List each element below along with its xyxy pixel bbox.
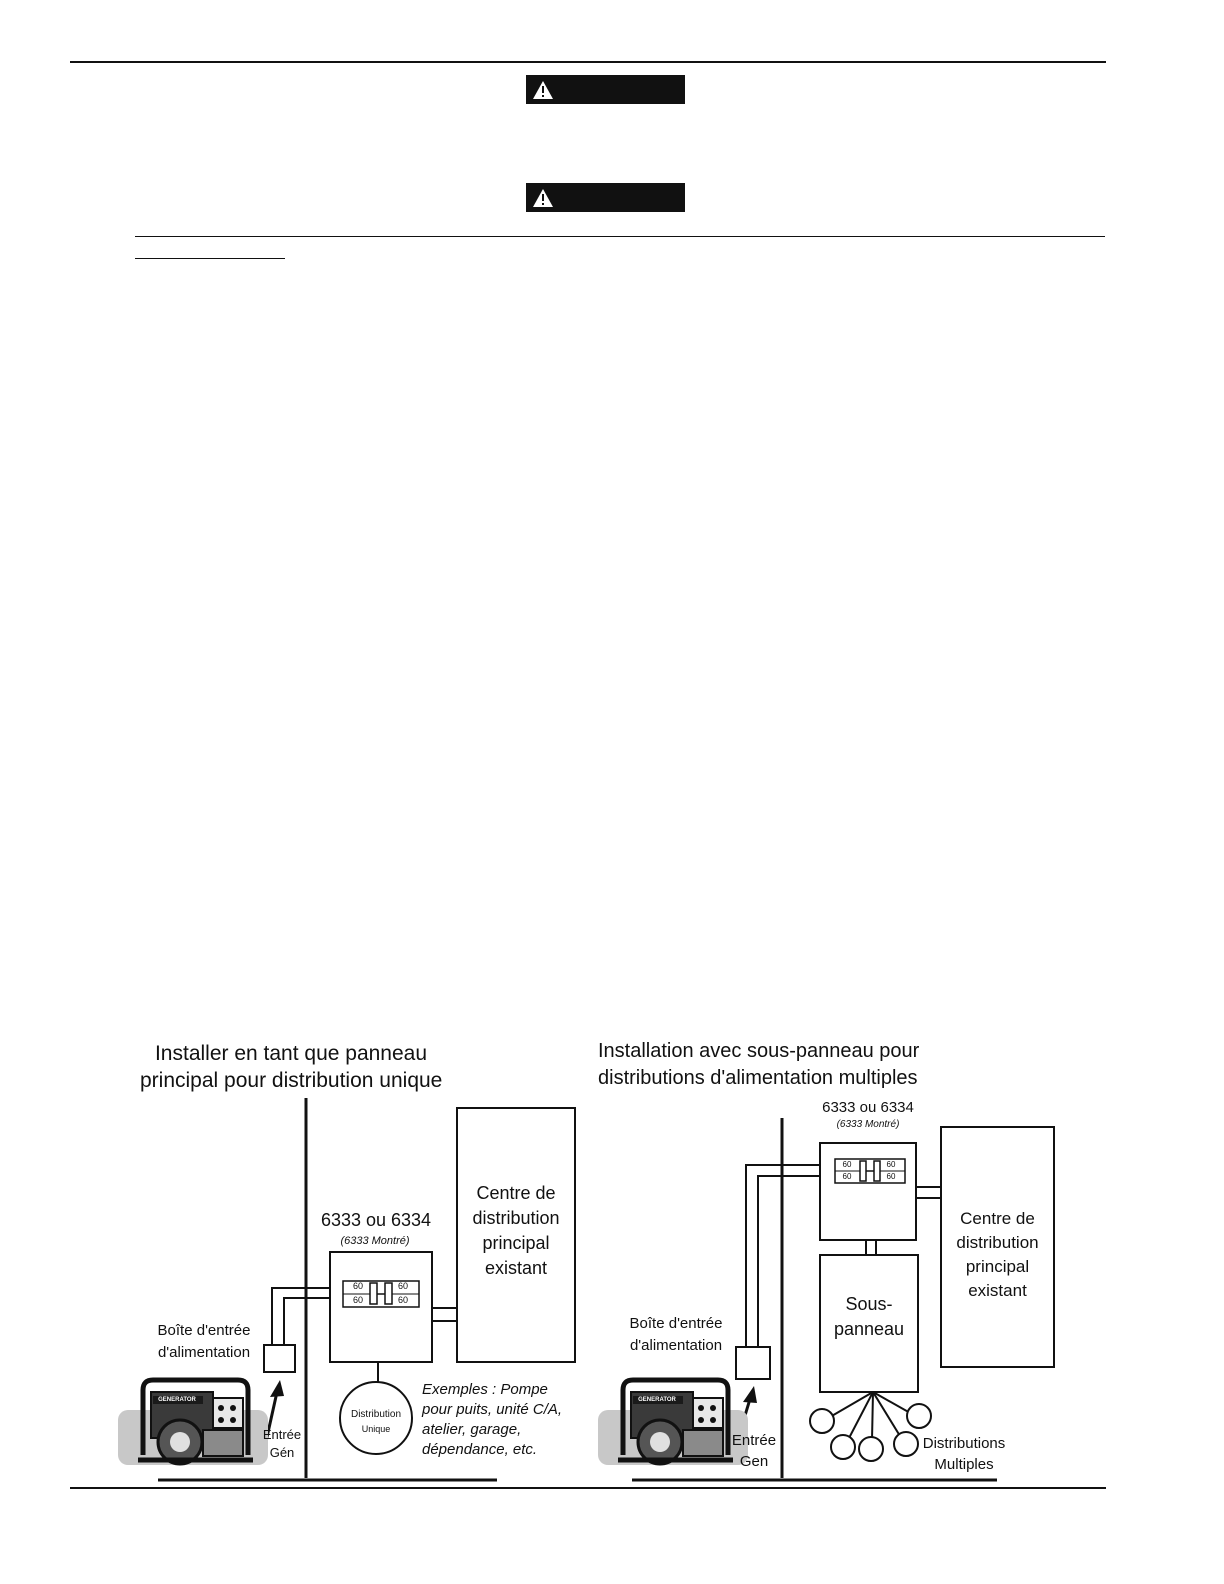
right-generator-illustration [598,1380,748,1465]
right-main-center-label: Centre de distribution principal existan… [941,1207,1054,1303]
left-single-dist-line: Unique [361,1424,391,1434]
warning-badge [526,75,685,104]
right-breaker-value: 60 [886,1172,896,1181]
right-gen-inlet-label: Entrée Gen [728,1430,780,1472]
left-main-center-label: Centre de distribution principal existan… [457,1181,575,1281]
right-gen-inlet-line: Entrée [731,1432,777,1449]
right-multi-dist-line: Multiples [934,1456,994,1473]
left-model-note: (6333 Montré) [340,1235,410,1247]
right-subpanel [819,1254,919,1393]
right-breaker-value: 60 [842,1160,852,1169]
left-examples-line: dépendance, etc. [422,1441,538,1458]
left-breaker-value: 60 [352,1295,363,1305]
right-main-center-line: existant [968,1281,1027,1300]
left-single-dist-line: Distribution [350,1409,402,1420]
left-power-inlet-label: Boîte d'entrée d'alimentation [148,1320,260,1364]
right-gen-inlet-line: Gen [739,1453,769,1470]
right-power-inlet-box [735,1346,771,1380]
right-title-line: Installation avec sous-panneau pour [598,1040,920,1062]
warning-triangle-icon [533,188,553,207]
left-title-line: Installer en tant que panneau [154,1042,428,1065]
heading-underline [135,258,285,259]
left-power-inlet-box [263,1344,296,1373]
left-diagram-title: Installer en tant que panneau principal … [140,1040,442,1094]
right-power-inlet-line: d'alimentation [629,1337,723,1354]
left-main-center-line: distribution [472,1208,560,1228]
left-examples-line: pour puits, unité C/A, [422,1401,563,1418]
left-gen-inlet-line: Entrée [262,1427,302,1442]
left-title-line: principal pour distribution unique [140,1069,443,1092]
left-main-center-line: principal [482,1233,550,1253]
right-power-inlet-line: Boîte d'entrée [629,1315,723,1332]
section-rule [135,236,1105,237]
bottom-rule [70,1487,1106,1489]
left-single-distribution [339,1381,413,1455]
right-diagram-title: Installation avec sous-panneau pour dist… [598,1038,920,1092]
left-main-center-line: Centre de [476,1183,556,1203]
left-gen-inlet-label: Entrée Gén [258,1426,306,1462]
left-generator-illustration [118,1380,268,1465]
left-generator-label: GENERATOR [158,1397,196,1403]
right-multiple-distributions [809,1391,932,1462]
right-transfer-switch [819,1142,917,1241]
left-main-center [456,1107,576,1363]
right-title-line: distributions d'alimentation multiples [598,1067,918,1089]
top-rule [70,61,1106,63]
right-subpanel-line: Sous- [845,1294,893,1314]
right-main-center-line: Centre de [960,1209,1035,1228]
left-breaker-value: 60 [397,1295,408,1305]
left-power-inlet-line: Boîte d'entrée [157,1322,251,1339]
warning-badge [526,183,685,212]
right-breaker-value: 60 [842,1172,852,1181]
left-model-label: 6333 ou 6334 [320,1210,432,1230]
right-subpanel-line: panneau [833,1319,905,1339]
left-single-distribution-label: Distribution Unique [340,1408,412,1436]
left-breaker-value: 60 [352,1281,363,1291]
left-examples-line: Exemples : Pompe [422,1381,548,1398]
left-examples-text: Exemples : Pompe pour puits, unité C/A, … [422,1380,572,1460]
right-breaker-value: 60 [886,1160,896,1169]
warning-triangle-icon [533,80,553,99]
right-model-note: (6333 Montré) [836,1119,900,1130]
left-power-inlet-line: d'alimentation [157,1344,251,1361]
right-main-center-line: distribution [956,1233,1039,1252]
right-main-center [940,1126,1055,1368]
right-multi-distribution-label: Distributions Multiples [918,1433,1010,1475]
left-breaker-value: 60 [397,1281,408,1291]
left-examples-line: atelier, garage, [422,1421,522,1438]
right-model-label: 6333 ou 6334 [822,1099,914,1116]
right-subpanel-label: Sous- panneau [820,1292,918,1342]
left-gen-inlet-line: Gén [269,1445,295,1460]
right-power-inlet-label: Boîte d'entrée d'alimentation [620,1313,732,1357]
left-main-center-line: existant [484,1258,548,1278]
right-generator-label: GENERATOR [638,1397,676,1403]
right-main-center-line: principal [965,1257,1030,1276]
right-multi-dist-line: Distributions [922,1435,1006,1452]
